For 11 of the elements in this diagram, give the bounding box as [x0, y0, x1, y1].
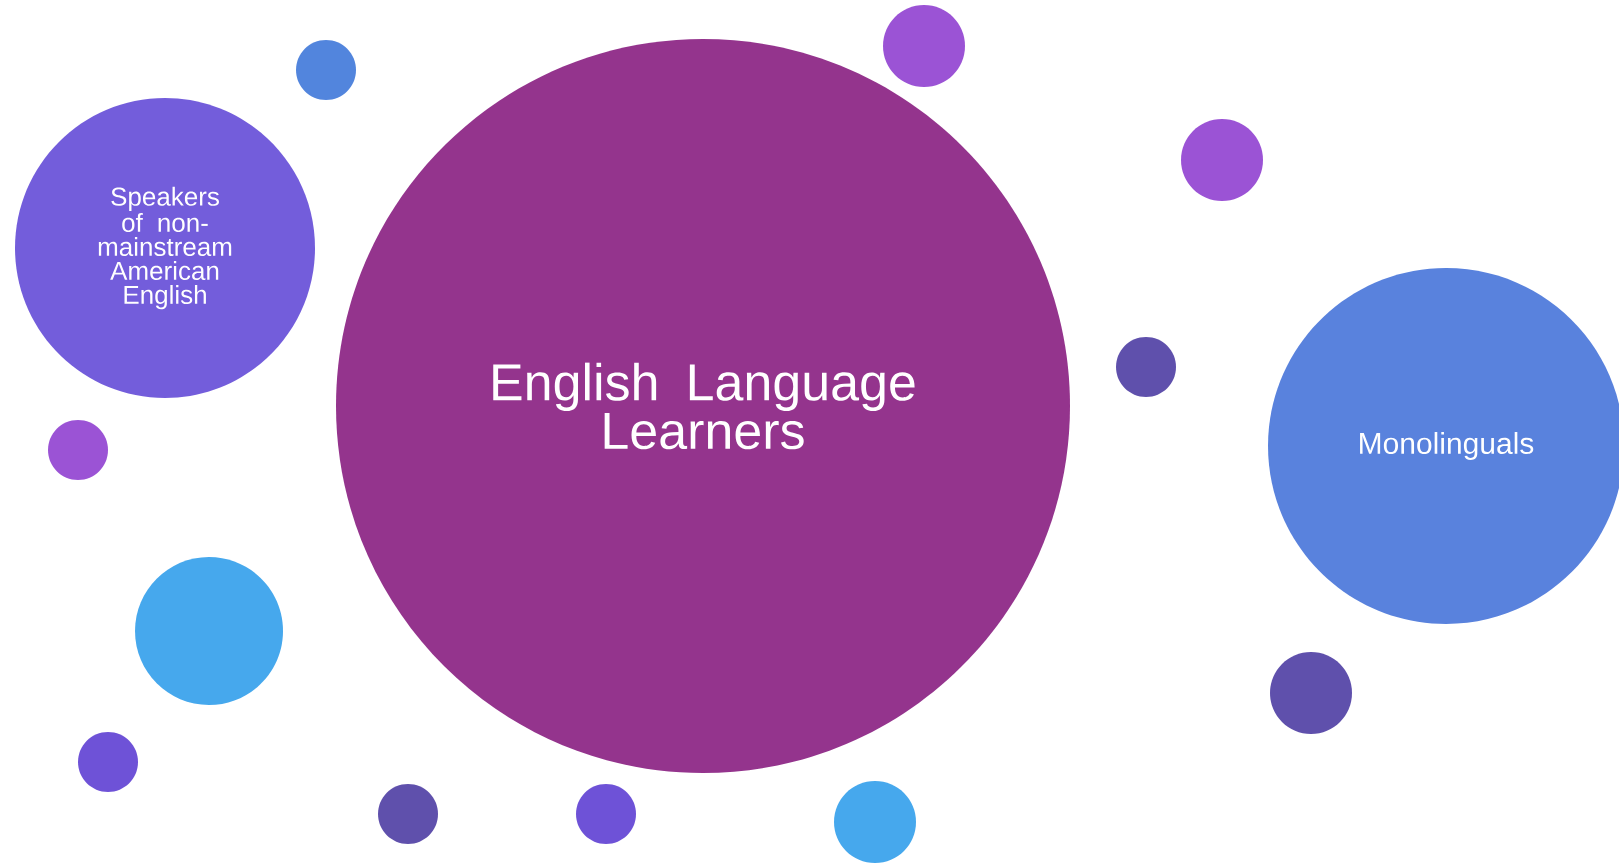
bubble — [576, 784, 636, 844]
bubble — [883, 5, 965, 87]
bubble — [48, 420, 108, 480]
bubble — [1116, 337, 1176, 397]
bubble — [834, 781, 916, 863]
bubble — [1270, 652, 1352, 734]
bubble — [378, 784, 438, 844]
bubble — [78, 732, 138, 792]
bubble — [296, 40, 356, 100]
bubble — [1181, 119, 1263, 201]
bubble — [135, 557, 283, 705]
